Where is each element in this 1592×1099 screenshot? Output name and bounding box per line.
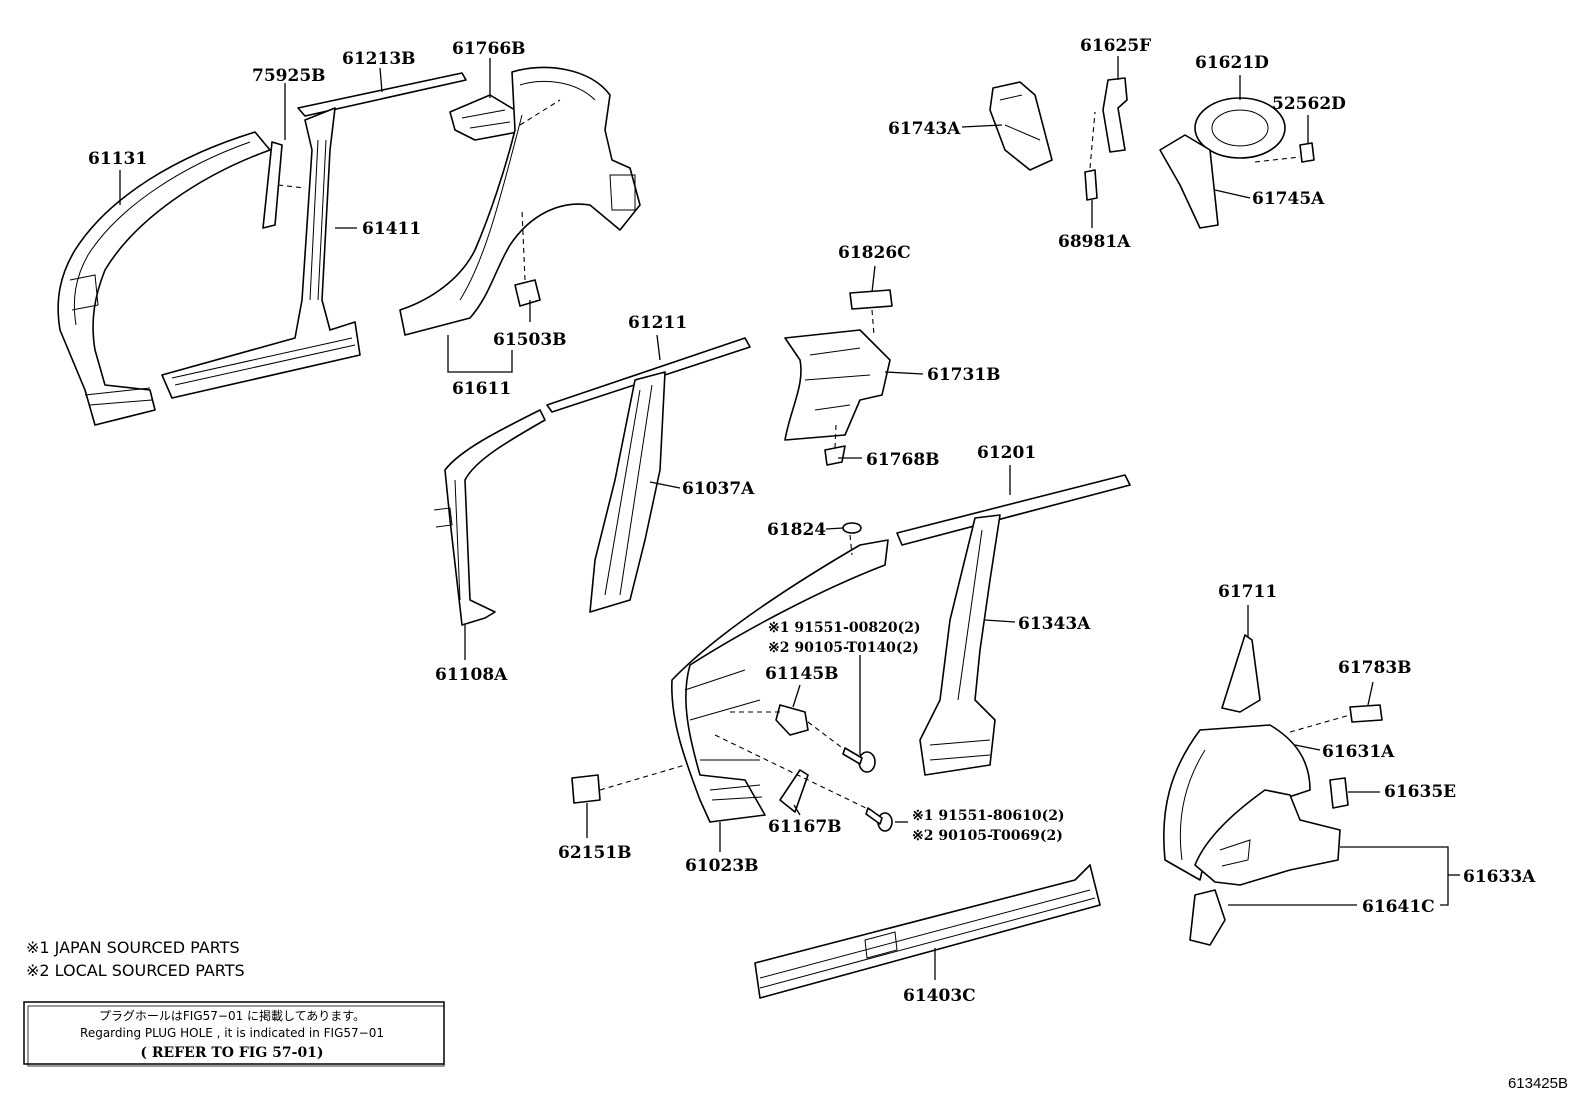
part-61731B-shape [784,329,891,441]
label-61621D: 61621D [1195,53,1269,73]
part-61213B-shape [297,72,467,117]
part-61201-shape [896,474,1131,546]
label-61503B: 61503B [493,330,567,350]
legend-note-local: ※2 LOCAL SOURCED PARTS [26,961,245,980]
part-61783B-shape [1349,704,1383,723]
part-61131-shape [57,131,271,426]
bolt-lower-shape [865,807,893,832]
label-61403C: 61403C [903,986,976,1006]
label-61635E: 61635E [1384,782,1456,802]
notice-refer: ( REFER TO FIG 57-01) [140,1045,323,1061]
label-61343A: 61343A [1018,614,1091,634]
legend: ※1 JAPAN SOURCED PARTS ※2 LOCAL SOURCED … [26,938,245,980]
label-61711: 61711 [1218,582,1277,602]
label-61745A: 61745A [1252,189,1325,209]
part-61766B-shape [449,94,519,141]
figure-number: 613425B [1508,1075,1568,1092]
legend-note-japan: ※1 JAPAN SOURCED PARTS [26,938,240,957]
part-61167B-shape [779,769,809,813]
label-68981A: 68981A [1058,232,1131,252]
label-fastener-91551-00820: ※1 91551-00820(2) [768,620,921,636]
label-61731B: 61731B [927,365,1001,385]
part-61621D-shape [1194,97,1286,159]
label-61167B: 61167B [768,817,842,837]
part-61745A-shape [1159,134,1219,229]
label-62151B: 62151B [558,843,632,863]
part-61625F-shape [1102,77,1128,153]
label-52562D: 52562D [1272,94,1346,114]
label-61411: 61411 [362,219,421,239]
label-61766B: 61766B [452,39,526,59]
label-61641C: 61641C [1362,897,1435,917]
part-61824-shape [842,522,862,534]
part-61826C-shape [849,289,893,310]
part-61411-shape [161,107,361,399]
label-61037A: 61037A [682,479,755,499]
part-61145B-shape [775,704,809,736]
part-52562D-shape [1299,142,1315,163]
part-61611-shape [399,66,641,336]
label-61023B: 61023B [685,856,759,876]
part-61743A-shape [989,81,1053,171]
label-61213B: 61213B [342,49,416,69]
bolt-upper-shape [842,747,876,773]
part-61633A-shape [1194,789,1341,886]
plug-hole-notice: プラグホールはFIG57−01 に掲載してあります。 Regarding PLU… [23,1001,445,1067]
label-61131: 61131 [88,149,147,169]
label-61211: 61211 [628,313,687,333]
label-fastener-90105-T0140: ※2 90105-T0140(2) [768,640,919,656]
part-61037A-shape [589,371,666,613]
part-61211-shape [546,337,751,413]
label-61826C: 61826C [838,243,911,263]
part-61768B-shape [824,445,846,466]
label-75925B: 75925B [252,66,326,86]
notice-box-shadow [27,1005,445,1067]
label-61783B: 61783B [1338,658,1412,678]
label-61611: 61611 [452,379,511,399]
label-61743A: 61743A [888,119,961,139]
label-61631A: 61631A [1322,742,1395,762]
label-61625F: 61625F [1080,36,1151,56]
label-61824: 61824 [767,520,826,540]
part-61503B-shape [514,279,541,307]
part-75925B-shape [262,141,283,229]
part-61343A-shape [919,514,1001,776]
label-61768B: 61768B [866,450,940,470]
leader-lines [119,56,1460,980]
notice-english: Regarding PLUG HOLE , it is indicated in… [80,1026,384,1040]
label-61108A: 61108A [435,665,508,685]
part-61108A-shape [433,409,546,626]
label-61201: 61201 [977,443,1036,463]
label-61633A: 61633A [1463,867,1536,887]
label-61145B: 61145B [765,664,839,684]
part-61403C-shape [754,864,1101,999]
part-labels: 61131 75925B 61213B 61411 61766B 61503B … [88,36,1536,1006]
part-62151B-shape [571,774,601,804]
part-61711-shape [1221,634,1261,713]
label-fastener-90105-T0069: ※2 90105-T0069(2) [912,828,1063,844]
part-61635E-shape [1329,777,1349,809]
part-61641C-shape [1189,889,1226,946]
part-68981A-shape [1084,169,1098,201]
label-fastener-91551-80610: ※1 91551-80610(2) [912,808,1065,824]
part-61023B-shape [671,539,889,823]
notice-japanese: プラグホールはFIG57−01 に掲載してあります。 [99,1008,365,1023]
